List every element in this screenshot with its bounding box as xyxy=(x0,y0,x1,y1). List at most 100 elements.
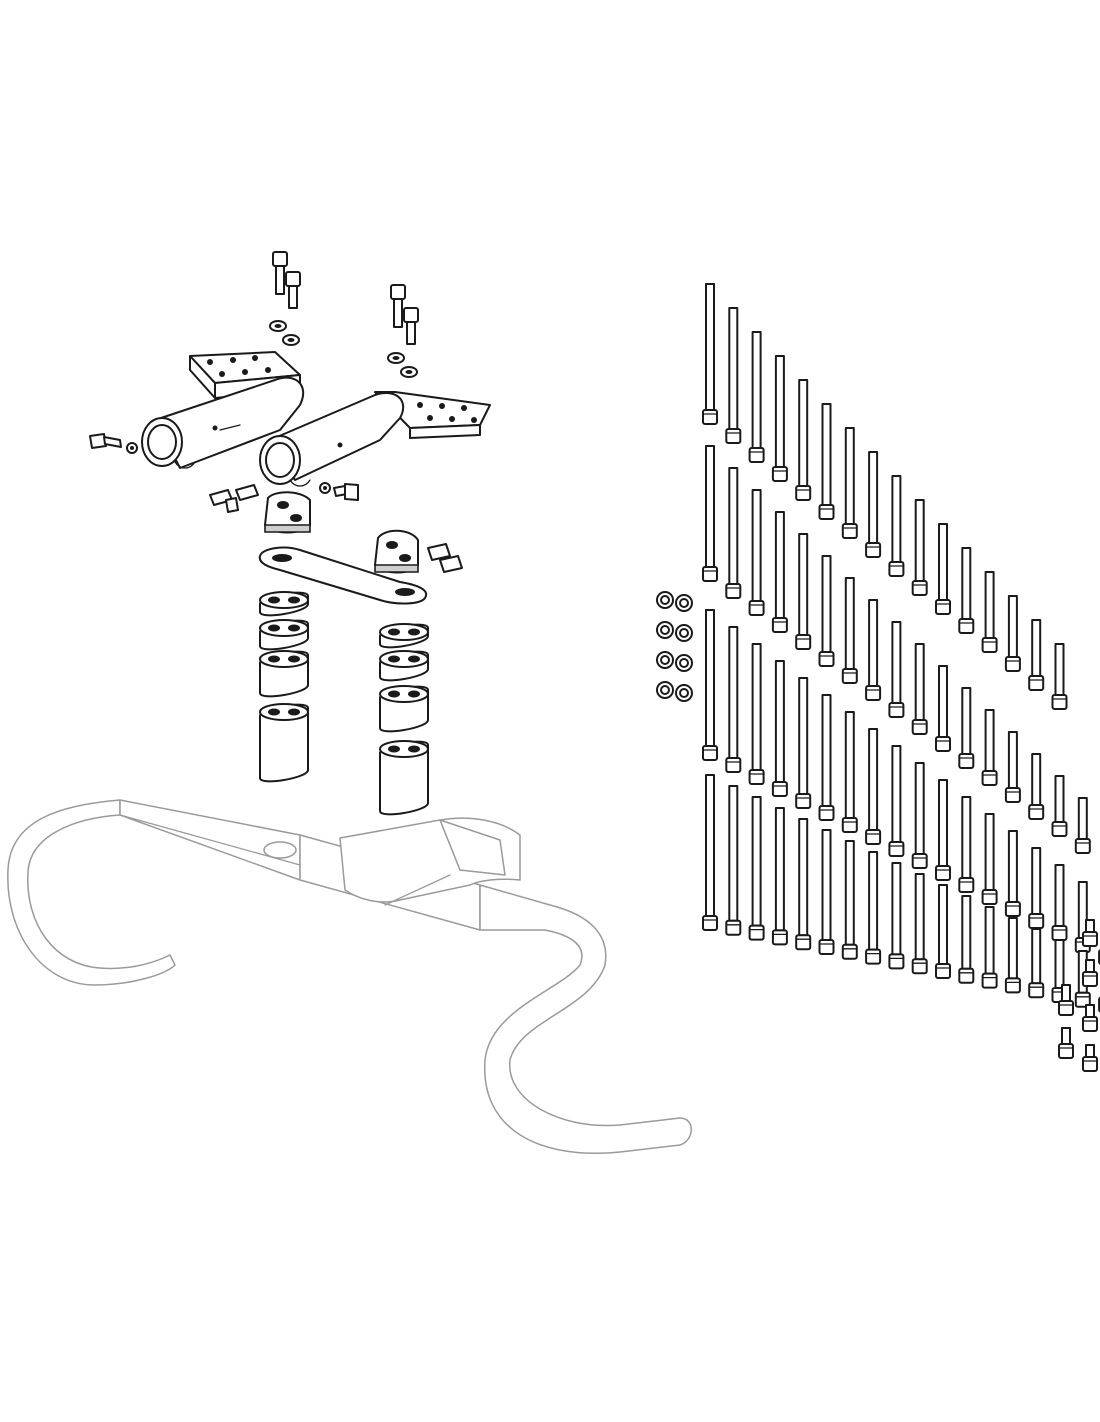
top-bolt xyxy=(285,271,301,309)
bolt-medium xyxy=(1004,830,1021,917)
bolt-medium xyxy=(771,660,788,797)
bolt-medium xyxy=(725,626,742,773)
top-washer xyxy=(400,366,418,378)
bolt-medium-long xyxy=(771,511,788,633)
washer xyxy=(675,654,693,672)
bolt-medium-long xyxy=(888,621,905,718)
bolt-extra-short xyxy=(1082,1044,1098,1072)
bolt-extra-short xyxy=(1082,919,1098,947)
side-bolt-right xyxy=(319,482,359,501)
top-washer xyxy=(282,334,300,346)
bolt-long xyxy=(1051,643,1068,710)
bolt-long xyxy=(958,547,975,634)
spacer-stack-left xyxy=(259,591,309,783)
bolt-array xyxy=(702,283,1100,1072)
bolt-medium-long xyxy=(935,665,951,752)
bolt-long xyxy=(702,283,718,425)
washer xyxy=(656,621,674,639)
spacer xyxy=(379,740,429,816)
bolt-short xyxy=(911,873,928,975)
bolt-short xyxy=(888,862,905,970)
bolt-medium xyxy=(888,745,905,857)
bolt-extra-short xyxy=(1082,959,1098,987)
bolt-medium xyxy=(1051,864,1068,941)
bolt-long xyxy=(748,331,765,463)
bolt-long xyxy=(1004,595,1021,672)
bolt-long xyxy=(865,451,882,558)
bolt-long xyxy=(935,523,951,615)
top-bolts xyxy=(269,251,419,378)
bolt-medium-long xyxy=(702,445,718,582)
bolt-short xyxy=(1028,928,1045,999)
bolt-short xyxy=(702,774,718,931)
clamp-block-left xyxy=(264,491,311,534)
bolt-long xyxy=(911,499,928,596)
bolt-long xyxy=(771,355,788,482)
bolt-extra-short xyxy=(1082,1004,1098,1032)
handlebar-ghost xyxy=(7,799,692,1154)
bolt-medium xyxy=(818,694,835,821)
spacer xyxy=(259,703,309,783)
bolt-long xyxy=(888,475,905,577)
bolt-medium-long xyxy=(911,643,928,735)
bolt-medium xyxy=(1028,847,1045,929)
bolt-short xyxy=(748,796,765,941)
washer xyxy=(675,684,693,702)
spacer xyxy=(379,650,429,682)
bolt-long xyxy=(1028,619,1045,691)
cross-bridge-plate xyxy=(258,546,428,605)
side-bolt-left xyxy=(89,433,138,454)
bolt-medium-long xyxy=(1074,797,1091,854)
bolt-medium-long xyxy=(865,599,882,701)
bolt-short xyxy=(865,851,882,965)
bolt-medium xyxy=(865,728,882,845)
bolt-short xyxy=(771,807,788,946)
bolt-medium-long xyxy=(1004,731,1021,803)
armrest-bracket-right xyxy=(259,391,491,487)
bolt-medium xyxy=(841,711,858,833)
bolt-long xyxy=(795,379,812,501)
washer xyxy=(656,651,674,669)
spacer xyxy=(259,650,309,698)
spacer xyxy=(379,685,429,733)
top-bolt xyxy=(272,251,288,295)
bolt-short xyxy=(818,829,835,955)
bolt-long xyxy=(725,307,742,444)
top-bolt xyxy=(403,307,419,345)
pin-set-right xyxy=(427,543,463,573)
bolt-short xyxy=(725,785,742,936)
bolt-medium xyxy=(935,779,951,881)
bolt-long xyxy=(818,403,835,520)
spacer-stack-right xyxy=(379,623,429,816)
bolt-short xyxy=(935,884,951,979)
bolt-medium-long xyxy=(795,533,812,650)
bolt-medium xyxy=(981,813,998,905)
bolt-medium xyxy=(795,677,812,809)
bolt-medium-long xyxy=(818,555,835,667)
bolt-long xyxy=(981,571,998,653)
bolt-medium xyxy=(911,762,928,869)
bolt-short xyxy=(841,840,858,960)
washer xyxy=(675,594,693,612)
bolt-medium xyxy=(958,796,975,893)
bolt-short xyxy=(981,906,998,989)
top-washer xyxy=(387,352,405,364)
bolt-extra-short xyxy=(1058,1027,1074,1059)
armrest-bracket-left xyxy=(141,351,305,469)
spacer xyxy=(259,619,309,651)
spacer xyxy=(379,623,429,649)
bolt-medium-long xyxy=(725,467,742,599)
bolt-short xyxy=(958,895,975,984)
bolt-medium xyxy=(702,609,718,761)
bolt-medium-long xyxy=(958,687,975,769)
bolt-medium xyxy=(748,643,765,785)
bolt-medium-long xyxy=(981,709,998,786)
washer xyxy=(656,681,674,699)
washer xyxy=(656,591,674,609)
bolt-medium-long xyxy=(1028,753,1045,820)
bolt-medium-long xyxy=(748,489,765,616)
top-bolt xyxy=(390,284,406,328)
bolt-long xyxy=(841,427,858,539)
washer xyxy=(675,624,693,642)
